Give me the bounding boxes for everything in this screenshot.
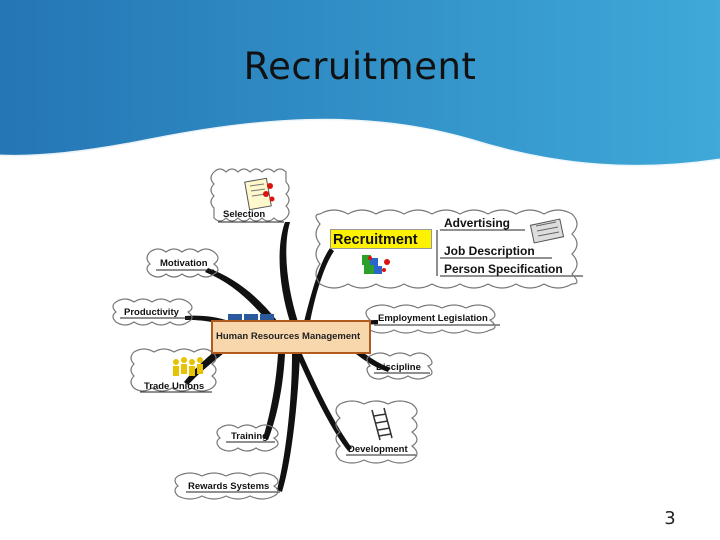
node-discipline: Discipline — [376, 362, 421, 373]
slide-title: Recruitment — [243, 45, 477, 88]
header-band — [0, 0, 720, 168]
recruitment-clipart-icon — [362, 255, 390, 274]
center-node-hr-management: Human Resources Management — [211, 320, 371, 354]
node-person-specification: Person Specification — [444, 262, 563, 276]
center-node-tabs — [228, 314, 274, 321]
node-development: Development — [348, 444, 408, 455]
node-motivation: Motivation — [160, 258, 208, 269]
node-training: Training — [231, 431, 268, 442]
node-employment-legislation: Employment Legislation — [378, 313, 488, 324]
page-number: 3 — [664, 508, 676, 529]
development-ladder-icon — [371, 407, 393, 441]
node-advertising: Advertising — [444, 216, 511, 230]
node-bubbles — [112, 168, 578, 500]
trade-unions-people-icon — [173, 357, 203, 376]
node-rewards-systems: Rewards Systems — [188, 481, 270, 492]
node-job-description: Job Description — [444, 244, 535, 258]
node-productivity: Productivity — [124, 307, 179, 318]
selection-clipart-icon — [244, 177, 275, 211]
node-recruitment-highlight: Recruitment — [330, 229, 432, 249]
node-trade-unions: Trade Unions — [144, 381, 205, 392]
node-selection: Selection — [223, 209, 266, 220]
advertising-newspaper-icon — [529, 218, 565, 244]
node-underlines — [120, 221, 583, 493]
